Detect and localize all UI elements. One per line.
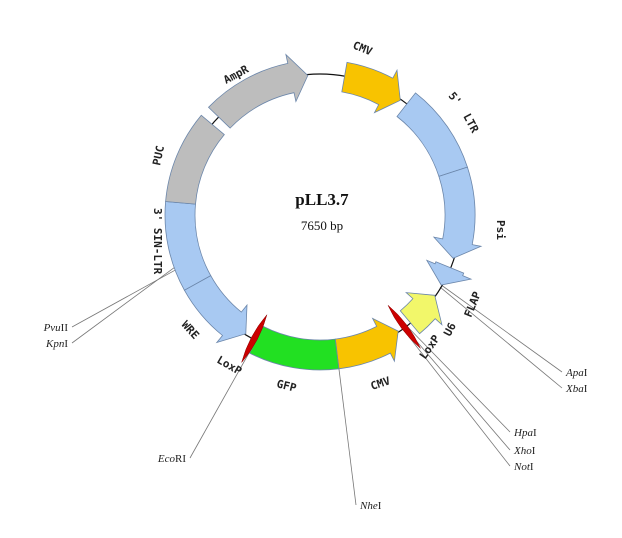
site-label-xbai: XbaI <box>565 383 588 395</box>
feature-ampr <box>207 53 309 129</box>
site-label-ecori: EcoRI <box>157 453 186 465</box>
label-sin-ltr: 3' SIN-LTR <box>151 208 164 275</box>
site-line-ecori <box>189 339 257 459</box>
restriction-site-lines <box>71 257 563 506</box>
plasmid-size: 7650 bp <box>301 218 343 233</box>
feature-flap <box>425 259 473 286</box>
feature-psi <box>432 166 483 259</box>
label-u6: U6 <box>441 320 459 338</box>
label-cmv-top: CMV <box>351 39 375 59</box>
site-label-hpai: HpaI <box>513 427 537 439</box>
features <box>164 53 483 371</box>
label-gfp: GFP <box>275 377 298 395</box>
feature-cmv <box>334 317 399 370</box>
label-5ltr-a: 5' <box>446 90 464 109</box>
loxp-site-1 <box>241 314 268 363</box>
feature-gfp <box>249 325 340 371</box>
label-puc: PUC <box>150 144 167 166</box>
site-label-apai: ApaI <box>565 367 588 379</box>
site-line-nhei <box>336 353 357 506</box>
label-flap: FLAP <box>462 289 484 319</box>
label-psi: Psi <box>494 220 507 240</box>
site-line-hpai <box>405 325 511 433</box>
feature-cmv <box>341 61 401 114</box>
feature-puc <box>165 114 225 205</box>
site-line-xhoi <box>403 326 511 451</box>
feature-3-sin-ltr <box>164 201 212 291</box>
site-label-pvuii: PvuII <box>43 322 69 334</box>
label-5ltr-b: LTR <box>460 111 481 135</box>
site-label-nhei: NheI <box>359 500 382 512</box>
label-cmv-bottom: CMV <box>369 374 392 393</box>
site-line-noti <box>401 328 511 467</box>
site-line-pvuii <box>71 262 189 328</box>
feature-u6 <box>399 292 443 335</box>
label-wre: WRE <box>179 318 202 341</box>
site-label-xhoi: XhoI <box>513 445 536 457</box>
loxp-site-0 <box>387 305 421 349</box>
plasmid-name: pLL3.7 <box>295 190 349 209</box>
site-line-apai <box>441 284 563 373</box>
restriction-site-labels: PvuII KpnI EcoRI NheI ApaI XbaI HpaI XhoI NotI <box>43 322 588 512</box>
label-loxp-right: LoxP <box>417 332 443 361</box>
site-line-xbai <box>439 286 563 389</box>
site-label-kpni: KpnI <box>45 338 68 350</box>
site-label-noti: NotI <box>513 461 534 473</box>
site-line-kpni <box>71 257 188 344</box>
feature-wre <box>183 275 248 344</box>
label-loxp-left: LoxP <box>215 353 245 378</box>
